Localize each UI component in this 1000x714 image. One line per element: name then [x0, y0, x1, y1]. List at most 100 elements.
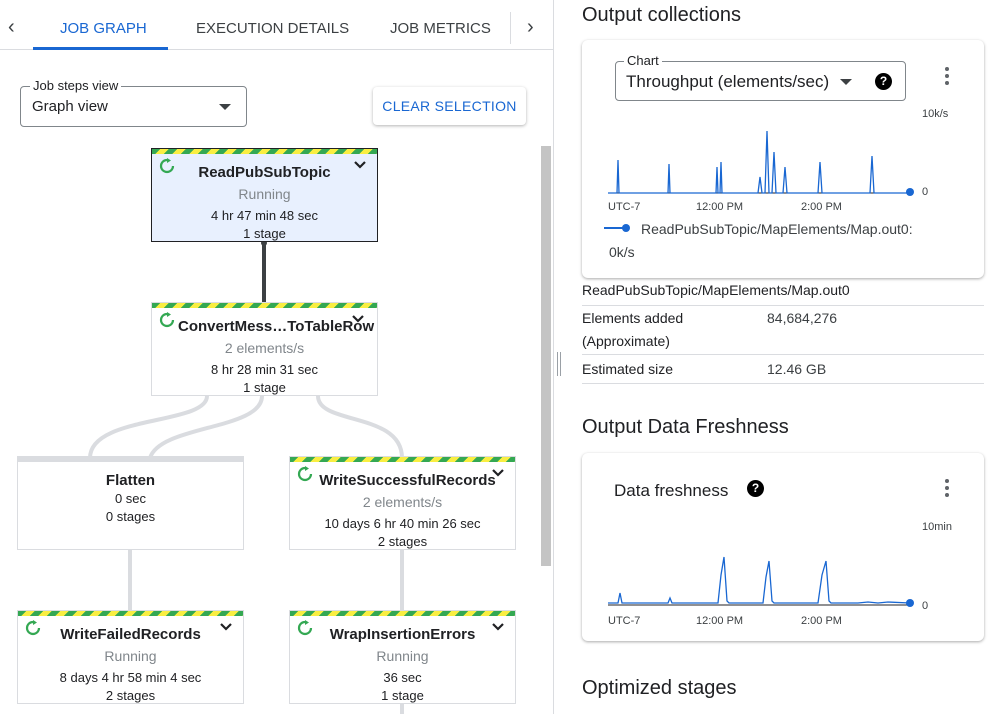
elements-added-row: Elements added (Approximate) 84,684,276: [582, 306, 984, 355]
help-icon[interactable]: ?: [747, 480, 764, 497]
edge-convert-to-flatten-a: [88, 395, 209, 459]
series-end-dot: [906, 599, 914, 607]
tab-divider: [510, 12, 511, 44]
x-tick-0: UTC-7: [608, 201, 641, 213]
collection-name: ReadPubSubTopic/MapElements/Map.out0: [582, 282, 850, 298]
legend-line-icon: [604, 224, 630, 232]
node-duration: 0 stages: [105, 509, 156, 524]
job-steps-view-value: Graph view: [32, 98, 108, 115]
graph-edges: [88, 240, 404, 714]
node-name: WriteSuccessfulRecords: [319, 472, 496, 489]
chevron-down-icon[interactable]: [491, 468, 505, 478]
node-stages: 2 stages: [105, 688, 156, 703]
node-duration: 8 days 4 hr 58 min 4 sec: [59, 670, 202, 685]
legend-series-value: 0k/s: [609, 244, 635, 260]
node-duration: 36 sec: [383, 670, 422, 685]
chevron-left-icon[interactable]: ‹: [8, 16, 15, 38]
graph-node-flatten[interactable]: Flatten 0 sec 0 stages: [17, 456, 244, 550]
elements-added-label: Elements added: [582, 310, 684, 326]
x-tick-1: 12:00 PM: [696, 615, 744, 627]
clear-selection-button[interactable]: CLEAR SELECTION: [373, 87, 526, 125]
chevron-down-icon[interactable]: [219, 622, 233, 632]
node-stages: 1 stage: [243, 380, 286, 395]
running-icon: [297, 466, 313, 482]
y-axis-max: 10min: [922, 521, 952, 533]
chart-select-value: Throughput (elements/sec): [626, 72, 830, 91]
elements-added-value: 84,684,276: [767, 310, 838, 326]
throughput-series: [608, 130, 910, 194]
chevron-down-icon[interactable]: [351, 314, 365, 324]
tab-execution-details[interactable]: EXECUTION DETAILS: [196, 20, 350, 37]
node-stages: 1 stage: [381, 688, 424, 703]
graph-node-convert-message[interactable]: ConvertMess…ToTableRow 2 elements/s 8 hr…: [151, 302, 378, 396]
output-collections-title: Output collections: [582, 4, 741, 26]
graph-node-write-successful-records[interactable]: WriteSuccessfulRecords 2 elements/s 10 d…: [289, 456, 516, 550]
dropdown-arrow-icon: [219, 104, 231, 110]
edge-convert-to-write-success: [316, 395, 404, 459]
data-freshness-title: Output Data Freshness: [582, 416, 789, 438]
job-graph-panel: ‹ JOB GRAPH EXECUTION DETAILS JOB METRIC…: [0, 0, 553, 714]
chart-type-select[interactable]: Chart Throughput (elements/sec) ?: [615, 53, 906, 101]
elements-added-sublabel: (Approximate): [582, 333, 670, 349]
chart-select-label: Chart: [624, 53, 662, 68]
node-duration: 4 hr 47 min 48 sec: [211, 208, 318, 223]
throughput-chart-card: Chart Throughput (elements/sec) ? 10k/s …: [582, 40, 984, 278]
y-axis-zero: 0: [922, 186, 929, 198]
chevron-down-icon[interactable]: [491, 622, 505, 632]
graph-node-read-pubsub-topic[interactable]: ReadPubSubTopic Running 4 hr 47 min 48 s…: [151, 148, 378, 242]
graph-node-wrap-insertion-errors[interactable]: WrapInsertionErrors Running 36 sec 1 sta…: [289, 610, 516, 704]
node-name: ConvertMess…ToTableRow: [178, 318, 375, 335]
node-status: 0 sec: [114, 491, 147, 506]
graph-node-write-failed-records[interactable]: WriteFailedRecords Running 8 days 4 hr 5…: [17, 610, 244, 704]
dropdown-arrow-icon: [840, 79, 852, 85]
running-icon: [159, 312, 175, 328]
running-icon: [297, 620, 313, 636]
node-status: 2 elements/s: [224, 340, 305, 356]
more-options-icon[interactable]: [945, 67, 949, 88]
x-tick-0: UTC-7: [608, 615, 641, 627]
running-stripe: [290, 457, 515, 462]
node-duration: 8 hr 28 min 31 sec: [211, 362, 318, 377]
node-name: ReadPubSubTopic: [198, 164, 331, 181]
legend-series-name: ReadPubSubTopic/MapElements/Map.out0:: [641, 221, 913, 237]
job-steps-view-select[interactable]: Job steps view Graph view: [20, 78, 247, 127]
freshness-chart: [608, 556, 914, 607]
chevron-right-icon[interactable]: ›: [527, 16, 534, 38]
edge-convert-to-flatten-b: [148, 395, 264, 459]
panel-resize-handle[interactable]: [557, 352, 561, 376]
freshness-chart-card: Data freshness ? 10min 0 UTC-7 12:00 PM …: [582, 453, 984, 641]
tab-bar: ‹ JOB GRAPH EXECUTION DETAILS JOB METRIC…: [0, 0, 553, 50]
row-divider: [582, 305, 984, 306]
running-stripe: [152, 149, 377, 154]
active-tab-indicator: [33, 47, 168, 50]
panel-divider: [553, 0, 554, 714]
tab-job-graph[interactable]: JOB GRAPH: [60, 20, 147, 37]
estimated-size-label: Estimated size: [582, 361, 674, 377]
node-stages: 2 stages: [377, 534, 428, 549]
more-options-icon[interactable]: [945, 479, 949, 500]
help-icon[interactable]: ?: [875, 73, 892, 90]
running-stripe: [18, 611, 243, 616]
job-steps-view-label: Job steps view: [30, 78, 122, 93]
node-stages: 1 stage: [243, 226, 286, 241]
freshness-series: [608, 556, 911, 604]
running-icon: [159, 158, 175, 174]
running-stripe: [152, 303, 377, 308]
optimized-stages-title: Optimized stages: [582, 677, 737, 699]
idle-stripe: [18, 457, 243, 462]
node-status: 2 elements/s: [362, 494, 443, 510]
x-tick-2: 2:00 PM: [801, 615, 842, 627]
freshness-chart-title: Data freshness: [614, 481, 729, 500]
running-icon: [25, 620, 41, 636]
node-status: Running: [104, 648, 157, 664]
node-duration: 10 days 6 hr 40 min 26 sec: [324, 516, 481, 531]
chevron-down-icon[interactable]: [353, 160, 367, 170]
node-name: WrapInsertionErrors: [329, 626, 476, 643]
tab-job-metrics[interactable]: JOB METRICS: [390, 20, 491, 37]
estimated-size-value: 12.46 GB: [767, 361, 827, 377]
x-tick-1: 12:00 PM: [696, 201, 744, 213]
series-end-dot: [906, 188, 914, 196]
node-status: Running: [376, 648, 429, 664]
graph-scrollbar[interactable]: [541, 146, 551, 566]
running-stripe: [290, 611, 515, 616]
